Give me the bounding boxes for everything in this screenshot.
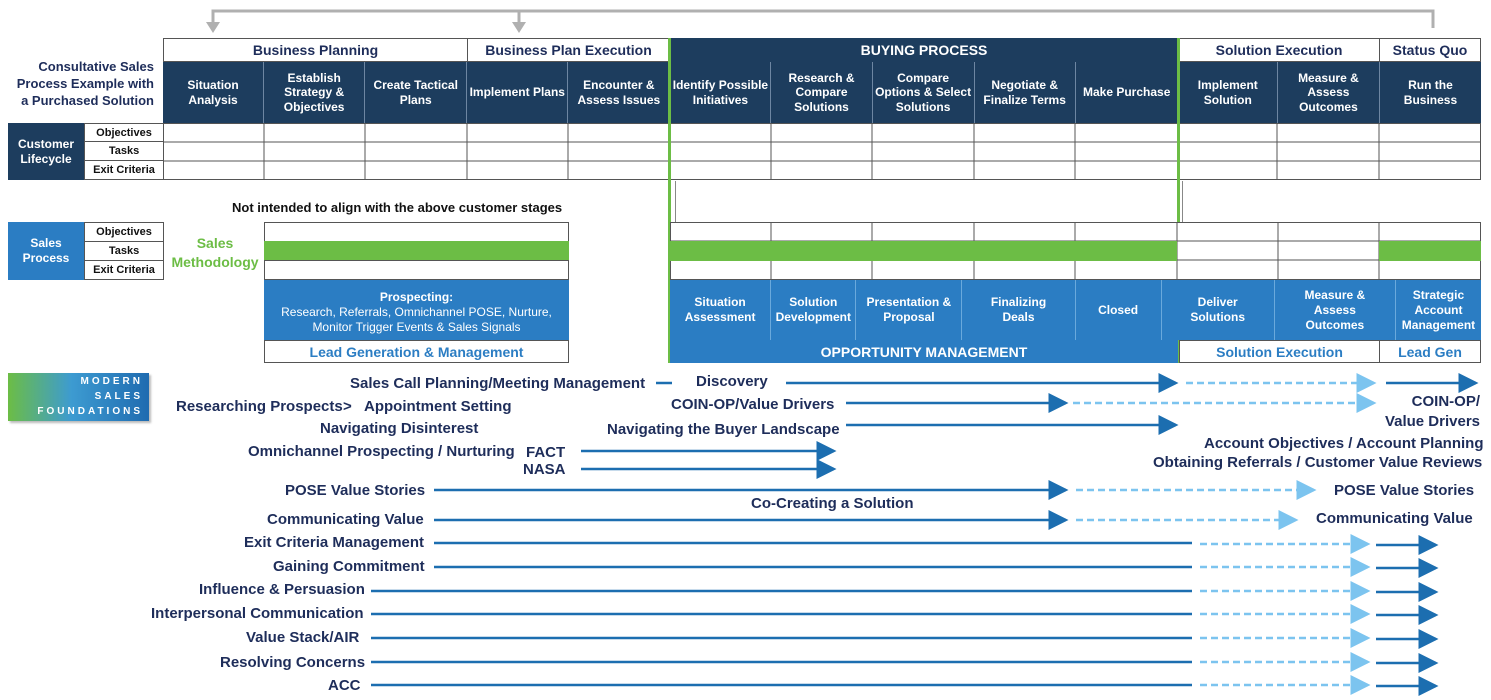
skill-coin-op-right-line1: COIN-OP/ [1411, 393, 1480, 410]
sales-stage-deliver-solutions: Deliver Solutions [1161, 280, 1275, 340]
skill-pose-value-stories: POSE Value Stories [285, 482, 426, 499]
sales-stages-row: Situation Assessment Solution Developmen… [670, 280, 1481, 340]
skill-arrows [371, 373, 1479, 696]
sales-stage-presentation-proposal: Presentation & Proposal [856, 280, 963, 340]
opportunity-management-footer: OPPORTUNITY MANAGEMENT [670, 340, 1178, 363]
stage-create-tactical-plans: Create Tactical Plans [365, 62, 468, 123]
customer-lifecycle-grid [163, 123, 1481, 180]
skill-exit-criteria-mgmt: Exit Criteria Management [244, 534, 425, 551]
opportunity-upper-grid [670, 222, 1481, 280]
logo-line-3: FOUNDATIONS [37, 406, 143, 417]
skill-nasa: NASA [523, 461, 566, 478]
customer-stages-row: Situation Analysis Establish Strategy & … [163, 62, 1481, 123]
skill-influence: Influence & Persuasion [199, 581, 365, 598]
skill-resolving-concerns: Resolving Concerns [220, 654, 366, 671]
lead-generation-footer: Lead Generation & Management [264, 340, 569, 363]
customer-lifecycle-label: Customer Lifecycle [8, 123, 84, 180]
stage-measure-outcomes: Measure & Assess Outcomes [1277, 62, 1380, 123]
skill-separator: > [343, 398, 352, 415]
skill-communicating-value: Communicating Value [267, 511, 424, 528]
sales-exit-criteria-label: Exit Criteria [84, 260, 164, 280]
sales-tasks-label: Tasks [84, 241, 164, 261]
stage-negotiate: Negotiate & Finalize Terms [974, 62, 1076, 123]
skill-obtaining-referrals: Obtaining Referrals / Customer Value Rev… [1153, 454, 1483, 471]
stage-run-business: Run the Business [1379, 62, 1481, 123]
stage-encounter-assess: Encounter & Assess Issues [568, 62, 671, 123]
skill-researching-prospects: Researching Prospects [176, 398, 343, 415]
sales-stage-strategic-account: Strategic Account Management [1395, 280, 1481, 340]
skill-value-stack: Value Stack/AIR [246, 629, 360, 646]
sales-methodology-label: Sales Methodology [171, 235, 259, 270]
skill-gaining-commitment: Gaining Commitment [273, 558, 425, 575]
lifecycle-exit-criteria-label: Exit Criteria [84, 160, 164, 180]
modern-sales-foundations-logo: MODERN SALES FOUNDATIONS [8, 373, 149, 421]
connector-left [675, 181, 676, 222]
skill-omnichannel: Omnichannel Prospecting / Nurturing [248, 443, 515, 460]
lifecycle-tasks-label: Tasks [84, 141, 164, 161]
skill-navigating-disinterest: Navigating Disinterest [320, 420, 479, 437]
sales-stage-closed: Closed [1075, 280, 1162, 340]
sales-process-label: Sales Process [8, 222, 84, 280]
not-aligned-note: Not intended to align with the above cus… [232, 200, 563, 215]
stage-implement-plans: Implement Plans [467, 62, 569, 123]
connector-right [1182, 181, 1183, 222]
solution-execution-footer: Solution Execution [1179, 340, 1380, 363]
skill-navigating-buyer: Navigating the Buyer Landscape [607, 421, 840, 438]
feedback-arrows [206, 9, 1435, 33]
sales-objectives-label: Objectives [84, 222, 164, 242]
skill-fact: FACT [526, 444, 566, 461]
skill-coin-op-right-line2: Value Drivers [1384, 413, 1480, 430]
prospecting-objectives-cell [264, 222, 569, 242]
skill-appointment-setting: Appointment Setting [364, 398, 512, 415]
phase-business-plan-execution: Business Plan Execution [467, 38, 670, 62]
logo-line-2: SALES [94, 391, 143, 402]
skill-co-creating: Co-Creating a Solution [751, 495, 914, 512]
logo-line-1: MODERN [80, 376, 143, 387]
page-title: Consultative Sales Process Example with … [16, 59, 154, 108]
skill-sales-call-planning: Sales Call Planning/Meeting Management [350, 375, 646, 392]
phase-status-quo: Status Quo [1379, 38, 1481, 62]
skill-interpersonal: Interpersonal Communication [151, 605, 364, 622]
skill-communicating-value-right: Communicating Value [1316, 510, 1473, 527]
sales-stage-finalizing-deals: Finalizing Deals [962, 280, 1076, 340]
skill-coin-op: COIN-OP/Value Drivers [671, 396, 835, 413]
skill-discovery: Discovery [696, 373, 768, 390]
buying-process-frame-left [668, 38, 671, 363]
buying-process-frame-right [1177, 38, 1180, 363]
skill-pose-value-stories-right: POSE Value Stories [1334, 482, 1475, 499]
skill-acc: ACC [328, 677, 361, 694]
stage-compare-options: Compare Options & Select Solutions [872, 62, 975, 123]
lifecycle-objectives-label: Objectives [84, 123, 164, 142]
phase-buying-process: BUYING PROCESS [670, 38, 1178, 62]
prospecting-detail: Research, Referrals, Omnichannel POSE, N… [281, 305, 552, 334]
stage-identify-initiatives: Identify Possible Initiatives [670, 62, 772, 123]
stage-implement-solution: Implement Solution [1178, 62, 1278, 123]
prospecting-box: Prospecting: Research, Referrals, Omnich… [264, 280, 569, 340]
lead-gen-footer: Lead Gen [1379, 340, 1481, 363]
phase-solution-execution: Solution Execution [1178, 38, 1380, 62]
skill-account-objectives: Account Objectives / Account Planning [1204, 435, 1484, 452]
sales-stage-solution-development: Solution Development [771, 280, 857, 340]
sales-stage-measure-outcomes: Measure & Assess Outcomes [1274, 280, 1396, 340]
prospecting-methodology-bar [264, 241, 569, 261]
prospecting-exit-cell [264, 260, 569, 280]
prospecting-title: Prospecting: [379, 290, 454, 304]
stage-establish-strategy: Establish Strategy & Objectives [264, 62, 366, 123]
phase-business-planning: Business Planning [163, 38, 468, 62]
stage-situation-analysis: Situation Analysis [163, 62, 265, 123]
stage-research-compare: Research & Compare Solutions [771, 62, 873, 123]
skill-coin-op-right: COIN-OP/ Value Drivers [1384, 392, 1480, 432]
sales-stage-situation-assessment: Situation Assessment [670, 280, 772, 340]
stage-make-purchase: Make Purchase [1075, 62, 1179, 123]
